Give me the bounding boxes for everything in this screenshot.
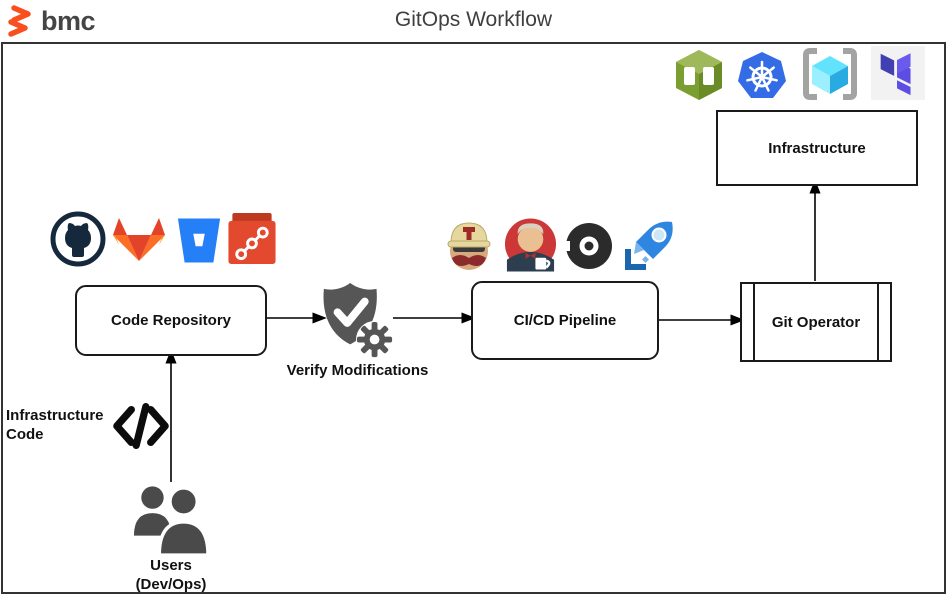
infrastructure-code-line2: Code xyxy=(6,426,44,443)
bmc-logo: bmc xyxy=(6,3,96,39)
kubernetes-icon xyxy=(736,51,788,101)
aws-cloudformation-icon xyxy=(672,48,726,102)
circleci-icon xyxy=(564,221,614,271)
brand-name: bmc xyxy=(41,5,96,36)
github-icon xyxy=(50,211,106,267)
git-operator-right-bar xyxy=(877,284,879,360)
node-code-repository: Code Repository xyxy=(75,285,267,356)
bitbucket-icon xyxy=(176,214,222,267)
node-cicd-pipeline: CI/CD Pipeline xyxy=(471,281,659,360)
node-infrastructure: Infrastructure xyxy=(716,110,918,186)
verify-shield-gear-icon xyxy=(318,280,396,364)
terraform-icon xyxy=(871,46,925,100)
git-operator-left-bar xyxy=(753,284,755,360)
node-git-operator: Git Operator xyxy=(740,282,892,362)
users-icon xyxy=(122,483,218,557)
travis-ci-icon xyxy=(442,217,496,273)
infrastructure-code-label: Infrastructure Code xyxy=(6,406,104,444)
jenkins-icon xyxy=(503,216,558,272)
node-infrastructure-label: Infrastructure xyxy=(768,139,866,157)
users-label-line1: Users xyxy=(150,557,192,574)
users-label-line2: (Dev/Ops) xyxy=(135,576,207,593)
bmc-logo-icon xyxy=(6,3,36,39)
verify-modifications-label: Verify Modifications xyxy=(286,362,429,379)
code-brackets-icon xyxy=(112,400,170,452)
infrastructure-code-line1: Infrastructure xyxy=(6,407,104,424)
azure-pipelines-icon xyxy=(620,218,676,274)
azure-resource-manager-icon xyxy=(801,47,859,101)
node-git-operator-label: Git Operator xyxy=(771,313,861,331)
users-label: Users (Dev/Ops) xyxy=(106,556,236,594)
page-title: GitOps Workflow xyxy=(394,8,553,31)
node-code-repository-label: Code Repository xyxy=(110,312,231,329)
node-cicd-pipeline-label: CI/CD Pipeline xyxy=(513,312,617,329)
gitlab-icon xyxy=(111,215,167,265)
git-icon xyxy=(227,212,277,265)
